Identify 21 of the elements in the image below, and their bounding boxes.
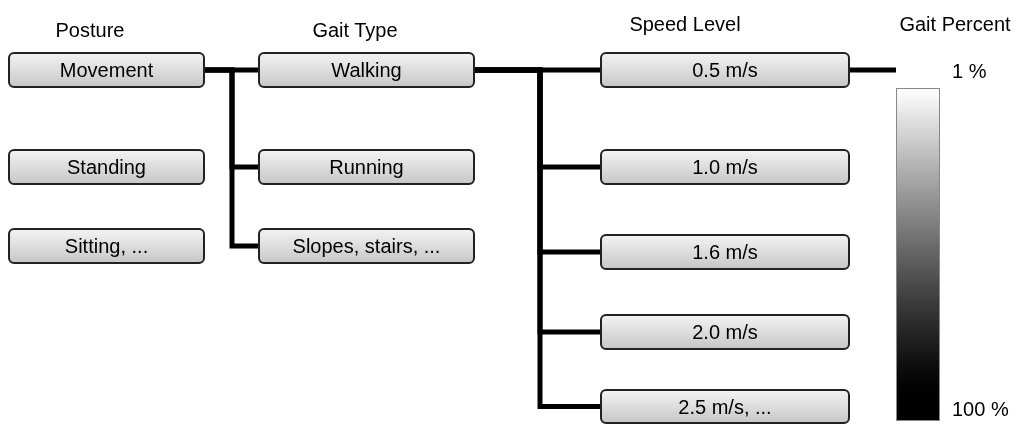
category-box: Walking	[258, 52, 475, 88]
category-box: 1.6 m/s	[600, 234, 850, 270]
gradient-scale-bar	[896, 88, 940, 421]
connector-line	[850, 67, 896, 73]
column-heading: Gait Type	[311, 18, 399, 42]
connector-line	[205, 67, 258, 249]
scale-label: 1 %	[952, 59, 987, 83]
category-box: Movement	[8, 52, 205, 88]
category-box: Slopes, stairs, ...	[258, 228, 475, 264]
column-heading: Gait Percent	[898, 12, 1012, 36]
connector-line	[475, 67, 600, 409]
category-box: Running	[258, 149, 475, 185]
scale-label: 100 %	[952, 397, 1009, 421]
category-box: 0.5 m/s	[600, 52, 850, 88]
category-box: 1.0 m/s	[600, 149, 850, 185]
column-heading: Speed Level	[628, 12, 742, 36]
category-box: 2.5 m/s, ...	[600, 389, 850, 424]
category-box: Sitting, ...	[8, 228, 205, 264]
column-heading: Posture	[54, 18, 126, 42]
category-box: 2.0 m/s	[600, 314, 850, 350]
category-box: Standing	[8, 149, 205, 185]
